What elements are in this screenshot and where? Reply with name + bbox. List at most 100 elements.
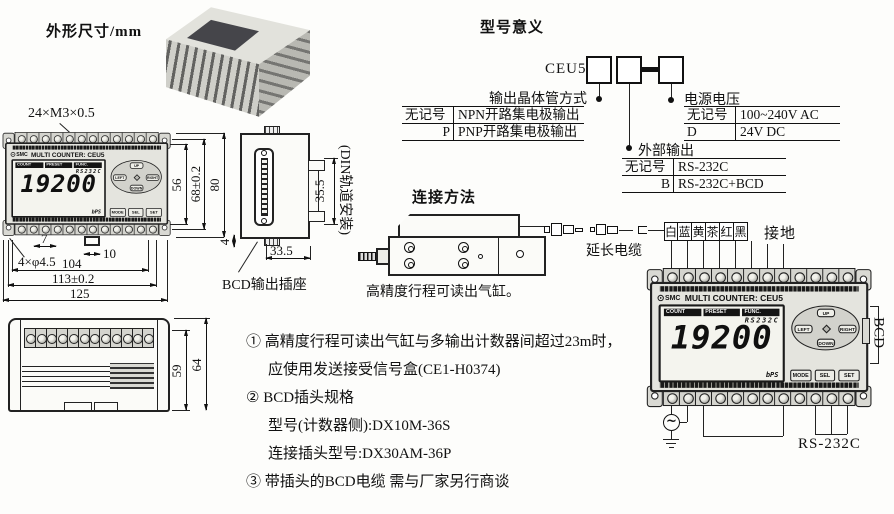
ext-line	[310, 246, 311, 260]
power-wire	[687, 406, 688, 422]
dim-33-5: 33.5	[270, 243, 293, 258]
dim-line-56	[183, 143, 188, 225]
plate-hole	[516, 250, 524, 258]
ext-line	[174, 318, 210, 319]
cable-connector	[551, 223, 562, 236]
right-key: RIGHT	[145, 174, 160, 181]
rear-tab	[94, 402, 118, 411]
lcd-func-label: FUNC.	[74, 162, 102, 168]
rear-wall-line	[20, 320, 21, 410]
terminal-screw	[15, 223, 28, 235]
option-desc: PNP开路集电极输出	[458, 124, 578, 139]
wire-line	[703, 241, 704, 277]
bcd-port	[862, 318, 870, 344]
model-line-3	[671, 84, 672, 100]
dim-line-4	[231, 234, 236, 248]
cable-end	[638, 226, 647, 234]
table-row: 无记号 NPN开路集电极输出	[402, 106, 584, 124]
note-1-line-1: ① 高精度行程可读出气缸与多输出计数器间超过23m时，	[246, 334, 622, 350]
terminal-screw	[121, 329, 133, 347]
terminal-screw	[57, 329, 68, 347]
rs232c-wire	[831, 406, 832, 434]
table-row: B RS-232C+BCD	[622, 176, 786, 193]
dim-104: 104	[62, 256, 82, 271]
wire-color: 蓝	[678, 222, 692, 241]
terminal-screw	[110, 223, 123, 235]
ext-line	[170, 144, 188, 145]
side-top-terminal	[264, 126, 280, 134]
counter-model-name: MULTI COUNTER: CEU5	[684, 293, 784, 303]
ext-line	[170, 224, 188, 225]
micro-label-strip	[659, 286, 859, 292]
lcd-mode-value: RS232C	[744, 316, 780, 325]
dim-80: 80	[207, 178, 222, 192]
terminal-screw	[663, 269, 680, 285]
terminal-screw	[98, 223, 111, 235]
counter-body: SMC MULTI COUNTER: CEU5 COUNT PRESET FUN…	[650, 281, 869, 393]
terminal-screw	[111, 329, 122, 347]
rs232c-wire	[815, 406, 816, 434]
lcd-main-value: 19200	[20, 170, 97, 199]
ext-line	[176, 133, 224, 134]
power-wire	[679, 422, 687, 423]
terminal-screw	[46, 329, 58, 347]
ground-label: 接地	[764, 226, 797, 242]
dpad-center	[133, 174, 141, 181]
terminal-strip	[14, 222, 159, 236]
dim-line-80	[221, 132, 226, 238]
vent-line	[22, 371, 154, 372]
lcd-unit: bPS	[765, 370, 779, 380]
vent-line	[22, 376, 154, 377]
model-dot-3	[668, 97, 674, 103]
bolt-icon	[458, 258, 469, 269]
option-code: P	[402, 124, 454, 140]
terminal-strip	[662, 268, 856, 286]
terminal-screw	[823, 389, 840, 405]
side-bottom-terminal	[264, 238, 280, 246]
voltage-table: 无记号 100~240V AC D 24V DC	[684, 106, 840, 141]
terminal-screw	[695, 389, 712, 405]
wire-line	[671, 241, 672, 277]
side-view-body	[240, 133, 310, 239]
dim-line-59	[183, 329, 188, 411]
mount-hole	[161, 224, 168, 231]
model-dot-1	[596, 96, 602, 102]
rear-terminal-strip	[24, 328, 154, 348]
lcd-count-label: COUNT	[15, 162, 44, 168]
rear-connector-block	[110, 363, 154, 389]
model-base-code: CEU5	[545, 61, 587, 77]
lcd-display: COUNT PRESET FUNC. RS232C 19200 bPS	[658, 304, 785, 383]
voltage-title: 电源电压	[684, 93, 740, 108]
wire-color-table: 白 蓝 黄 茶 红 黑	[664, 222, 748, 241]
din-rail-note: (DIN轨道安装)	[337, 144, 352, 236]
set-key: SET	[146, 208, 162, 217]
terminal-screw	[25, 329, 36, 347]
terminal-screw	[711, 389, 728, 405]
rear-tab	[64, 402, 92, 411]
wire-color: 红	[720, 222, 734, 241]
bolt-icon	[404, 258, 415, 269]
option-desc: NPN开路集电极输出	[458, 107, 580, 122]
dim-7: 7	[41, 231, 48, 246]
bcd-connector-pins	[261, 158, 268, 216]
bcd-bracket	[870, 363, 878, 364]
control-cluster: UP DOWN LEFT RIGHT MODE SEL SET	[109, 159, 162, 217]
left-key: LEFT	[794, 324, 813, 334]
model-meaning-title: 型号意义	[480, 20, 545, 36]
dpad: UP DOWN LEFT RIGHT	[791, 305, 860, 351]
dim-35-5: 35.5	[312, 179, 327, 203]
terminal-screw	[143, 329, 154, 347]
model-line-1	[599, 84, 600, 99]
terminal-screw	[759, 389, 776, 405]
model-box-connector	[642, 67, 658, 72]
connector-screw	[261, 150, 267, 156]
cable-line	[520, 226, 544, 227]
terminal-screw	[78, 329, 90, 347]
control-cluster: UP DOWN LEFT RIGHT MODE SEL SET	[790, 304, 860, 382]
cable-connector	[596, 224, 606, 235]
terminal-screw	[87, 223, 99, 235]
sensor-rail	[398, 214, 520, 238]
dim-64: 64	[189, 358, 204, 372]
mount-hole	[5, 224, 12, 231]
micro-label-strip	[12, 217, 162, 222]
